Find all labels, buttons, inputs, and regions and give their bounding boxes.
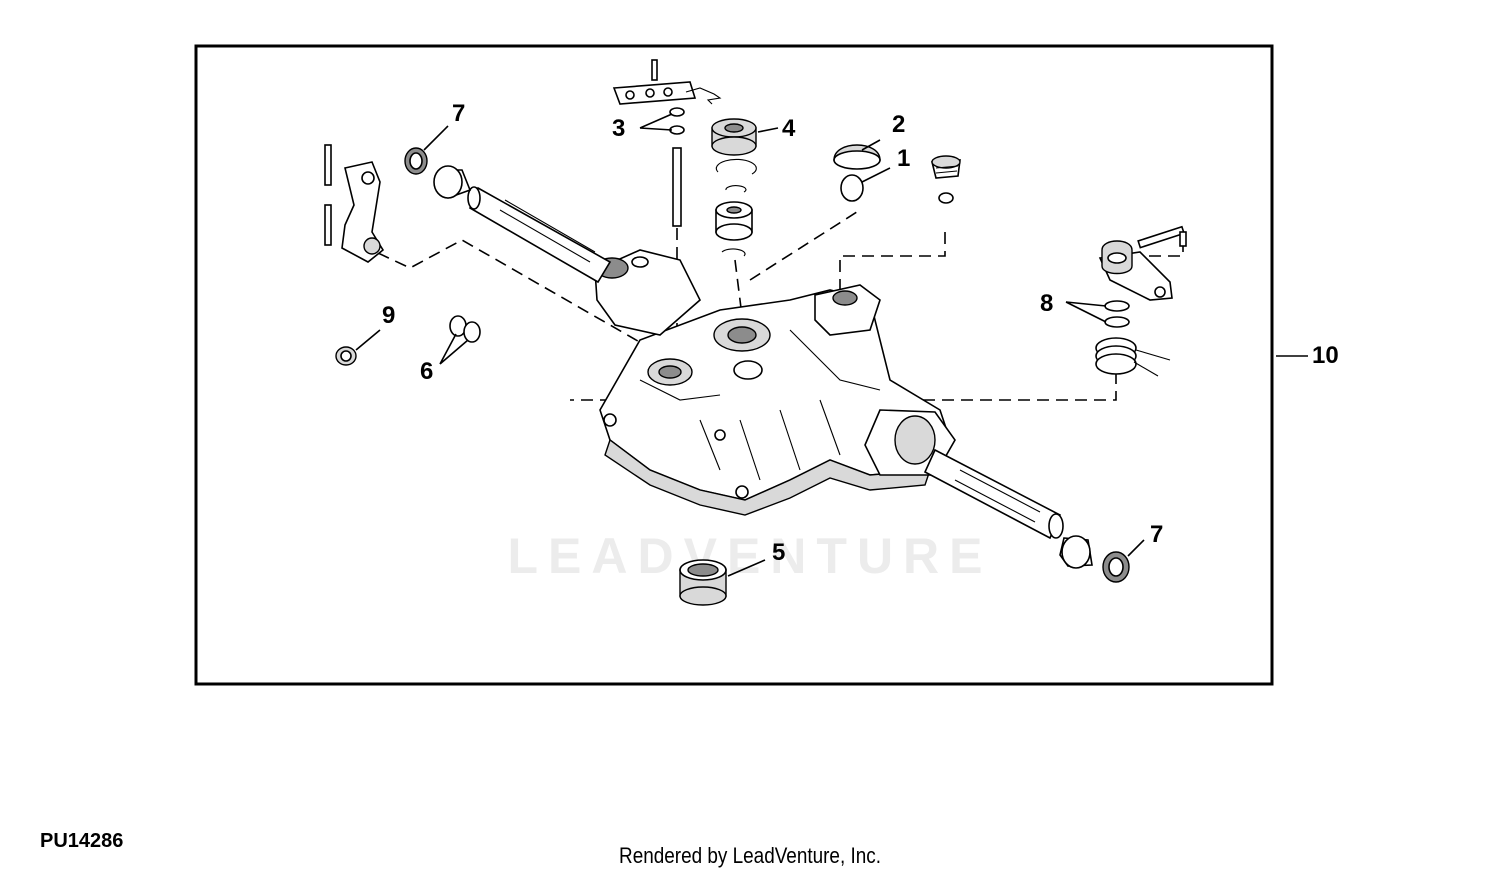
right-axle <box>923 448 1064 540</box>
callout-4: 4 <box>782 115 796 142</box>
bushing-5 <box>679 559 727 606</box>
figure-id: PU14286 <box>40 830 124 852</box>
control-arm-assembly <box>612 59 722 227</box>
right-control-arm <box>1098 225 1187 328</box>
left-axle <box>467 186 612 284</box>
diagram-frame <box>194 44 1274 686</box>
callout-7-bottom: 7 <box>1150 521 1163 548</box>
callout-9: 9 <box>382 302 395 329</box>
callout-7-top: 7 <box>452 100 465 127</box>
vent-cap <box>930 155 961 204</box>
callout-8: 8 <box>1040 290 1053 317</box>
callout-2: 2 <box>892 111 905 138</box>
plug-and-cap <box>833 144 881 202</box>
callout-3: 3 <box>612 115 625 142</box>
transaxle-housing <box>594 249 956 516</box>
callout-1: 1 <box>897 145 910 172</box>
left-axle-bushing <box>404 147 472 199</box>
callout-10: 10 <box>1312 342 1339 369</box>
washer-9 <box>335 346 357 366</box>
balls-6 <box>449 315 481 343</box>
leader-lines <box>355 113 1308 577</box>
callout-6: 6 <box>420 358 433 385</box>
torsion-spring <box>1095 337 1171 377</box>
left-brake-arm <box>324 144 385 263</box>
callouts: 1 2 3 4 5 6 7 7 8 9 10 <box>382 100 1339 566</box>
watermark: LEADVENTURE <box>507 528 992 584</box>
render-credit: Rendered by LeadVenture, Inc. <box>619 843 881 868</box>
input-seal-stack <box>711 118 757 257</box>
callout-5: 5 <box>772 539 785 566</box>
right-axle-bushing <box>1059 535 1130 583</box>
